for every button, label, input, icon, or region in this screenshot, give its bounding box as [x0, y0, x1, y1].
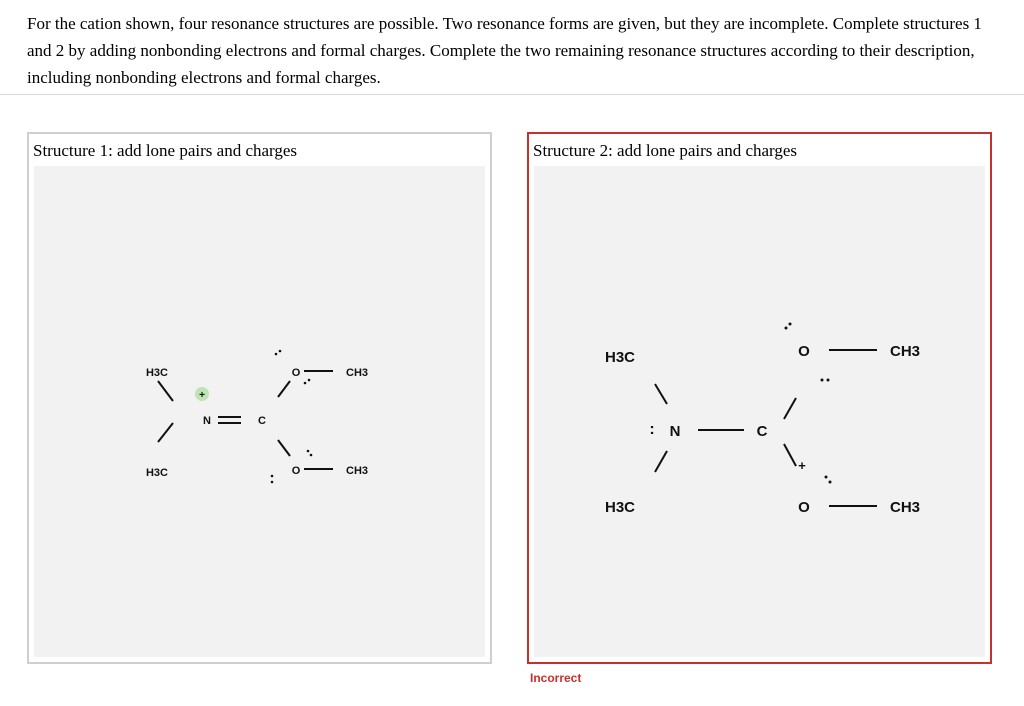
atom-c[interactable]: C: [757, 423, 768, 440]
bond-h3c-n-top[interactable]: [157, 380, 174, 402]
atom-h3c-bottom[interactable]: H3C: [146, 467, 168, 479]
structure2-label: Structure 2: add lone pairs and charges: [533, 141, 798, 160]
atom-n[interactable]: N: [670, 423, 681, 440]
atom-h3c-bottom[interactable]: H3C: [605, 499, 635, 516]
lone-pair-dots[interactable]: [784, 322, 832, 484]
atom-ch3-top[interactable]: CH3: [890, 343, 920, 360]
atom-n[interactable]: N: [203, 415, 211, 427]
divider: [0, 94, 1024, 95]
structure1-canvas[interactable]: + H3C H3C N C O O CH3 CH3: [34, 166, 485, 657]
atom-o-bottom[interactable]: O: [292, 465, 301, 477]
lone-pair-dots[interactable]: [270, 349, 313, 484]
bond-h3c-n-top[interactable]: [654, 383, 668, 405]
atom-c[interactable]: C: [258, 415, 266, 427]
atom-ch3-top[interactable]: CH3: [346, 367, 368, 379]
atom-ch3-bottom[interactable]: CH3: [890, 499, 920, 516]
charge-plus[interactable]: +: [199, 390, 205, 401]
atom-o-bottom[interactable]: O: [798, 499, 810, 516]
structure1-molecule: + H3C H3C N C O O CH3 CH3: [146, 349, 368, 484]
n-lone-pair[interactable]: :: [649, 421, 654, 438]
status-incorrect: Incorrect: [530, 671, 582, 685]
structure2-panel: Structure 2: add lone pairs and charges …: [527, 132, 992, 664]
structure2-canvas[interactable]: : + H3C H3C N C O O CH3 CH3: [534, 166, 985, 657]
charge-highlight: [195, 387, 209, 401]
bond-h3c-n-bottom[interactable]: [654, 450, 668, 473]
question-text: For the cation shown, four resonance str…: [27, 14, 982, 87]
bond-c-o-top[interactable]: [277, 380, 291, 398]
atom-ch3-bottom[interactable]: CH3: [346, 465, 368, 477]
structure2-molecule: : + H3C H3C N C O O CH3 CH3: [605, 322, 920, 516]
atom-h3c-top[interactable]: H3C: [146, 367, 168, 379]
atom-o-top[interactable]: O: [292, 367, 301, 379]
bond-c-o-bottom[interactable]: [277, 439, 291, 457]
bond-c-o-bottom[interactable]: [783, 443, 797, 467]
structure1-panel: Structure 1: add lone pairs and charges …: [27, 132, 492, 664]
bond-h3c-n-bottom[interactable]: [157, 422, 174, 443]
atom-o-top[interactable]: O: [798, 343, 810, 360]
structure1-label: Structure 1: add lone pairs and charges: [33, 141, 298, 160]
bond-c-o-top[interactable]: [783, 397, 797, 420]
atom-h3c-top[interactable]: H3C: [605, 349, 635, 366]
charge-plus[interactable]: +: [798, 458, 806, 473]
